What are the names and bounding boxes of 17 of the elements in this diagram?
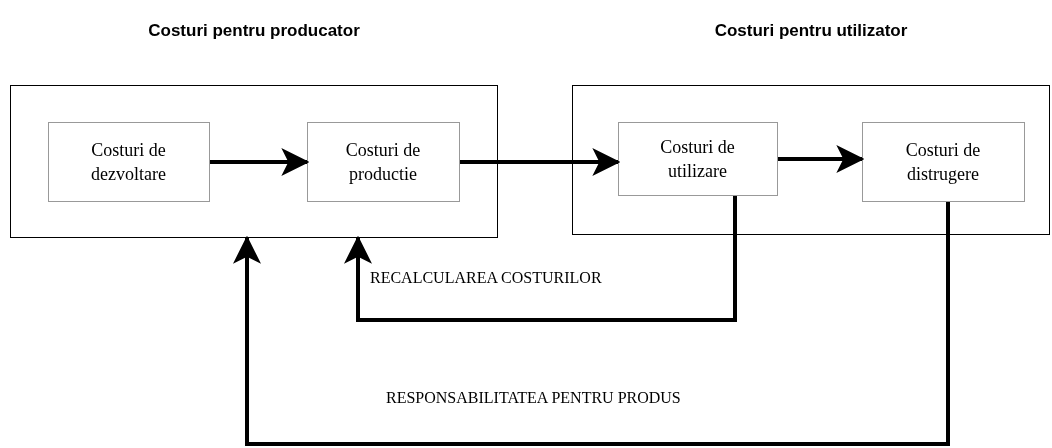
edge-label: RESPONSABILITATEA PENTRU PRODUS <box>386 388 681 408</box>
process-box <box>617 121 778 196</box>
box-label: Costuri de productie <box>344 138 422 186</box>
process-box <box>47 121 210 202</box>
process-box <box>306 121 460 202</box>
edge-label: RECALCULAREA COSTURILOR <box>370 268 602 288</box>
arrow <box>344 196 737 322</box>
box-label: Costuri de utilizare <box>659 135 736 183</box>
box-label: Costuri de dezvoltare <box>90 138 167 186</box>
arrow <box>778 145 865 173</box>
arrow <box>210 148 310 176</box>
box-label: Costuri de distrugere <box>904 138 982 186</box>
group-heading: Costuri pentru utilizator <box>713 20 909 42</box>
process-box <box>861 121 1025 202</box>
group-heading: Costuri pentru producator <box>147 20 361 42</box>
arrow <box>460 148 621 176</box>
arrow <box>233 202 950 446</box>
